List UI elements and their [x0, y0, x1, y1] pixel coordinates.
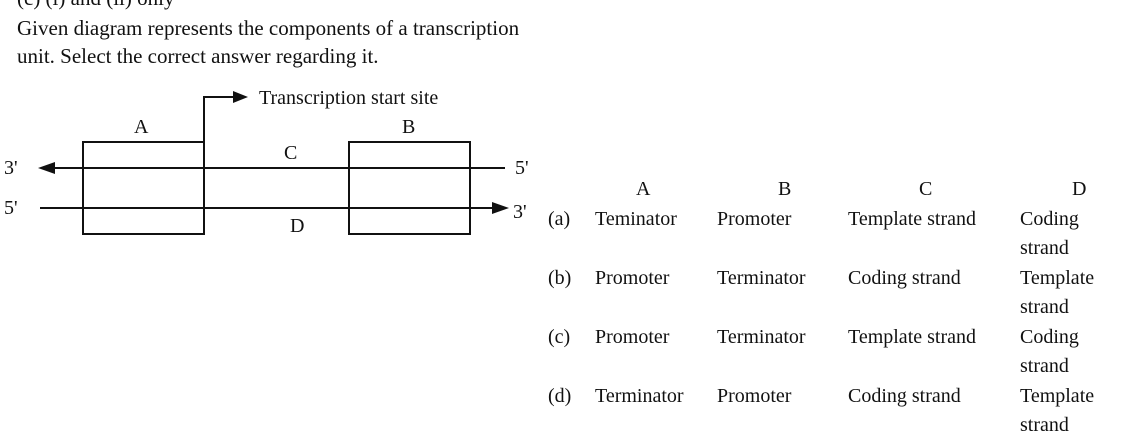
- question-text: Given diagram represents the components …: [17, 14, 617, 70]
- header-a: A: [636, 178, 651, 200]
- option-col-b: Promoter: [717, 208, 792, 230]
- option-col-a: Terminator: [595, 385, 684, 407]
- option-col-c: Template strand: [848, 208, 976, 230]
- header-c: C: [919, 178, 933, 200]
- option-key: (b): [548, 267, 572, 289]
- previous-question-fragment: (c) (i) and (ii) only: [17, 0, 174, 11]
- option-col-d: Template strand: [1020, 267, 1095, 318]
- option-key: (c): [548, 326, 571, 348]
- option-row-b[interactable]: (b) Promoter Terminator Coding strand Te…: [548, 264, 1123, 322]
- option-row-a[interactable]: (a) Teminator Promoter Template strand C…: [548, 205, 1123, 263]
- option-col-c: Template strand: [848, 326, 976, 348]
- top-left-end-label: 3': [4, 157, 18, 179]
- bottom-right-end-label: 3': [513, 201, 527, 223]
- option-col-d: Coding strand: [1020, 326, 1079, 377]
- option-col-d: Coding strand: [1020, 208, 1079, 259]
- option-row-c[interactable]: (c) Promoter Terminator Template strand …: [548, 323, 1123, 381]
- option-col-b: Terminator: [717, 326, 806, 348]
- header-b: B: [778, 178, 792, 200]
- option-col-a: Teminator: [595, 208, 677, 230]
- question-line-1: Given diagram represents the components …: [17, 16, 520, 40]
- option-row-d[interactable]: (d) Terminator Promoter Coding strand Te…: [548, 382, 1123, 440]
- header-d: D: [1072, 178, 1087, 200]
- start-site-label: Transcription start site: [259, 87, 438, 109]
- option-col-c: Coding strand: [848, 267, 961, 289]
- start-site-arrowhead: [233, 91, 248, 103]
- option-col-a: Promoter: [595, 267, 670, 289]
- start-site-arrow-line: [203, 96, 236, 142]
- box-a: [82, 141, 205, 235]
- question-line-2: unit. Select the correct answer regardin…: [17, 44, 379, 68]
- top-right-end-label: 5': [515, 157, 529, 179]
- option-key: (a): [548, 208, 571, 230]
- bottom-strand-arrowhead: [492, 202, 509, 214]
- label-b: B: [402, 116, 415, 138]
- option-key: (d): [548, 385, 572, 407]
- label-d: D: [290, 215, 304, 237]
- bottom-left-end-label: 5': [4, 197, 18, 219]
- transcription-unit-diagram: Transcription start site A B C D 3' 5' 5…: [4, 87, 529, 237]
- option-col-a: Promoter: [595, 326, 670, 348]
- option-col-b: Promoter: [717, 385, 792, 407]
- label-c: C: [284, 142, 297, 164]
- box-b: [348, 141, 471, 235]
- label-a: A: [134, 116, 149, 138]
- top-strand-arrowhead: [38, 162, 55, 174]
- option-col-d: Template strand: [1020, 385, 1095, 436]
- option-col-c: Coding strand: [848, 385, 961, 407]
- option-col-b: Terminator: [717, 267, 806, 289]
